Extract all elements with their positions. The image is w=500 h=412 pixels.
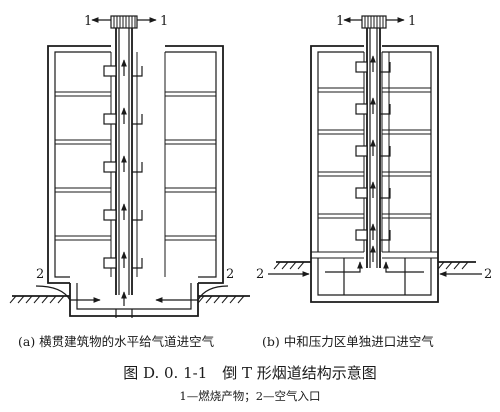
right-callout-air-inlet-l: 2 (256, 267, 264, 282)
left-air-flow-arrows (35, 285, 229, 306)
left-drawing: 1 1 2 2 (9, 14, 250, 318)
left-callout-flue-gas-r: 1 (160, 14, 168, 29)
right-flue-terminal (361, 15, 387, 29)
left-callout-air-inlet-r: 2 (226, 267, 234, 282)
left-callout-flue-gas-l: 1 (84, 14, 92, 29)
right-air-inlet-arrows (268, 261, 482, 277)
right-lower-air-chamber (310, 258, 439, 303)
left-callout-air-inlet-l: 2 (36, 267, 44, 282)
figure-legend: 1—燃烧产物；2—空气入口 (179, 389, 320, 403)
right-callout-flue-gas-l: 1 (336, 14, 344, 29)
right-building-inner-wall (317, 51, 432, 252)
left-floors (55, 91, 216, 241)
caption-right-subfigure: (b) 中和压力区单独进口进空气 (262, 334, 434, 349)
left-flue-terminal (110, 15, 138, 29)
left-building-inner-wall (54, 51, 217, 278)
right-building-outer-wall (310, 45, 439, 258)
figure-title: 图 D. 0. 1-1 倒 T 形烟道结构示意图 (123, 364, 377, 382)
left-ground (9, 295, 250, 304)
right-drawing: 1 1 2 2 (256, 14, 492, 303)
caption-left-subfigure: (a) 横贯建筑物的水平给气道进空气 (18, 334, 215, 349)
right-floors (311, 87, 438, 259)
left-appliance-connectors (103, 65, 143, 269)
right-appliance-connectors (355, 61, 391, 241)
left-building-outer-wall (47, 45, 224, 284)
right-ground (273, 261, 476, 270)
right-callout-air-inlet-r: 2 (484, 267, 492, 282)
right-callout-flue-gas-r: 1 (408, 14, 416, 29)
